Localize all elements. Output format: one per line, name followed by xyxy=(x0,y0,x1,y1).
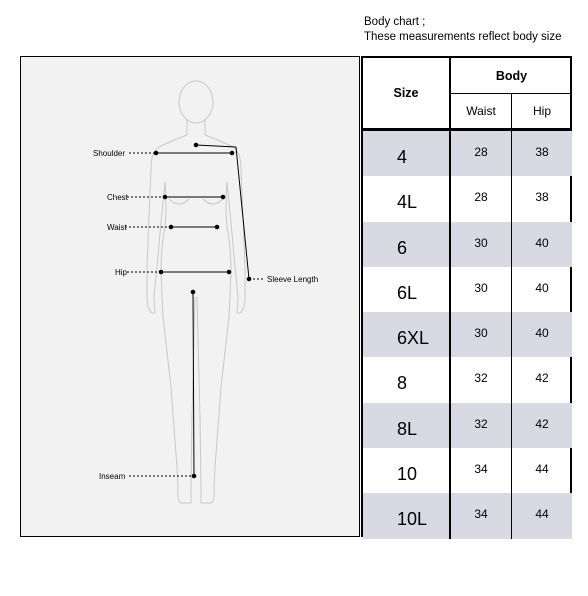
size-cell: 4 xyxy=(363,131,451,177)
hip-column-header: Hip xyxy=(532,104,551,118)
hip-cell: 40 xyxy=(535,235,549,250)
waist-cell: 30 xyxy=(451,266,512,313)
hip-cell: 42 xyxy=(535,371,549,386)
waist-cell: 28 xyxy=(451,176,512,222)
table-row: 4 28 38 xyxy=(363,131,572,177)
size-cell: 10 xyxy=(363,448,451,494)
header-title: Body chart ; xyxy=(364,16,426,28)
size-cell: 6 xyxy=(363,221,451,267)
hip-cell: 40 xyxy=(535,326,549,341)
waist-cell: 34 xyxy=(451,493,512,539)
body-group-header: Body xyxy=(451,58,572,94)
table-row: 4L 28 38 xyxy=(363,176,572,222)
table-row: 10L 34 44 xyxy=(363,493,572,539)
body-figure-panel: Shoulder Chest Waist Hip Sleeve Length I… xyxy=(20,56,360,537)
hip-cell: 38 xyxy=(535,190,549,205)
waist-cell: 32 xyxy=(451,357,512,403)
size-table: Size Body Waist Hip 4 28 38 4L 28 38 6 3… xyxy=(361,56,572,539)
table-row: 6L 30 40 xyxy=(363,266,572,313)
table-row: 6XL 30 40 xyxy=(363,312,572,358)
header-subtitle: These measurements reflect body size xyxy=(364,31,562,43)
hip-cell: 44 xyxy=(535,507,549,522)
table-body: 4 28 38 4L 28 38 6 30 40 6L 30 40 6XL 30… xyxy=(363,131,572,539)
measurement-lines xyxy=(125,142,265,479)
hip-cell: 38 xyxy=(535,145,549,159)
waist-cell: 34 xyxy=(451,448,512,494)
sleeve-length-label: Sleeve Length xyxy=(267,275,318,284)
waist-cell: 30 xyxy=(451,221,512,267)
waist-cell: 28 xyxy=(451,131,512,177)
table-row: 6 30 40 xyxy=(363,221,572,267)
size-cell: 6XL xyxy=(363,312,451,358)
shoulder-label: Shoulder xyxy=(93,149,125,158)
waist-column-header: Waist xyxy=(451,94,512,128)
hip-cell: 40 xyxy=(535,280,549,295)
inseam-label: Inseam xyxy=(99,472,126,481)
hip-cell: 44 xyxy=(535,462,549,477)
waist-label: Waist xyxy=(107,223,127,232)
size-cell: 8 xyxy=(363,357,451,403)
chart-header: Body chart ; These measurements reflect … xyxy=(364,15,562,45)
waist-cell: 32 xyxy=(451,402,512,449)
table-row: 10 34 44 xyxy=(363,448,572,494)
table-row: 8 32 42 xyxy=(363,357,572,403)
size-cell: 8L xyxy=(363,402,451,449)
header-divider xyxy=(363,128,572,131)
hip-label: Hip xyxy=(115,268,128,277)
body-outline-diagram: Shoulder Chest Waist Hip Sleeve Length I… xyxy=(93,80,318,504)
size-cell: 6L xyxy=(363,266,451,313)
hip-cell: 42 xyxy=(535,416,549,431)
size-column-header: Size xyxy=(363,58,451,128)
table-row: 8L 32 42 xyxy=(363,402,572,449)
size-cell: 4L xyxy=(363,176,451,222)
size-cell: 10L xyxy=(363,493,451,539)
chest-label: Chest xyxy=(107,193,129,202)
waist-cell: 30 xyxy=(451,312,512,358)
